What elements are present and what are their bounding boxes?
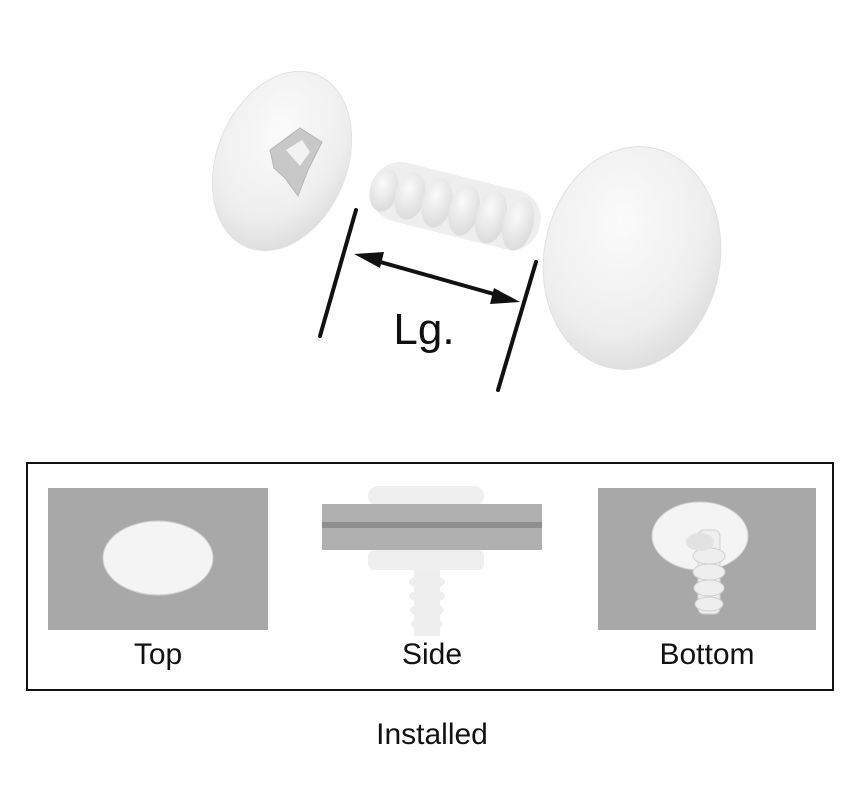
bottom-view-post [692,529,726,615]
dimension-extension-right [496,260,538,392]
installed-views-illustrations [48,486,816,636]
top-view-cap [102,520,214,596]
side-view-washer [368,550,484,570]
top-view [48,488,268,630]
dimension-label: Lg. [393,305,455,354]
view-label-side: Side [401,638,463,671]
side-view-cap-head [368,486,484,506]
dimension-arrowhead-left [354,252,384,268]
view-label-bottom: Bottom [659,638,755,671]
side-view [322,486,542,636]
installed-caption: Installed [376,718,488,751]
installed-views-panel: Top Side Bottom [26,462,834,691]
bottom-view [598,488,816,630]
rivet-cap [542,146,722,370]
dimension-arrowhead-right [490,288,520,304]
washer [211,70,353,252]
washer-keyhole [269,127,323,198]
side-view-post [409,570,445,636]
view-label-top: Top [133,638,183,671]
length-dimension [318,208,538,392]
exploded-rivet-illustration [211,70,722,392]
dimension-arrow-line [365,256,509,300]
dimension-extension-left [318,208,358,338]
ridged-post [369,162,541,251]
